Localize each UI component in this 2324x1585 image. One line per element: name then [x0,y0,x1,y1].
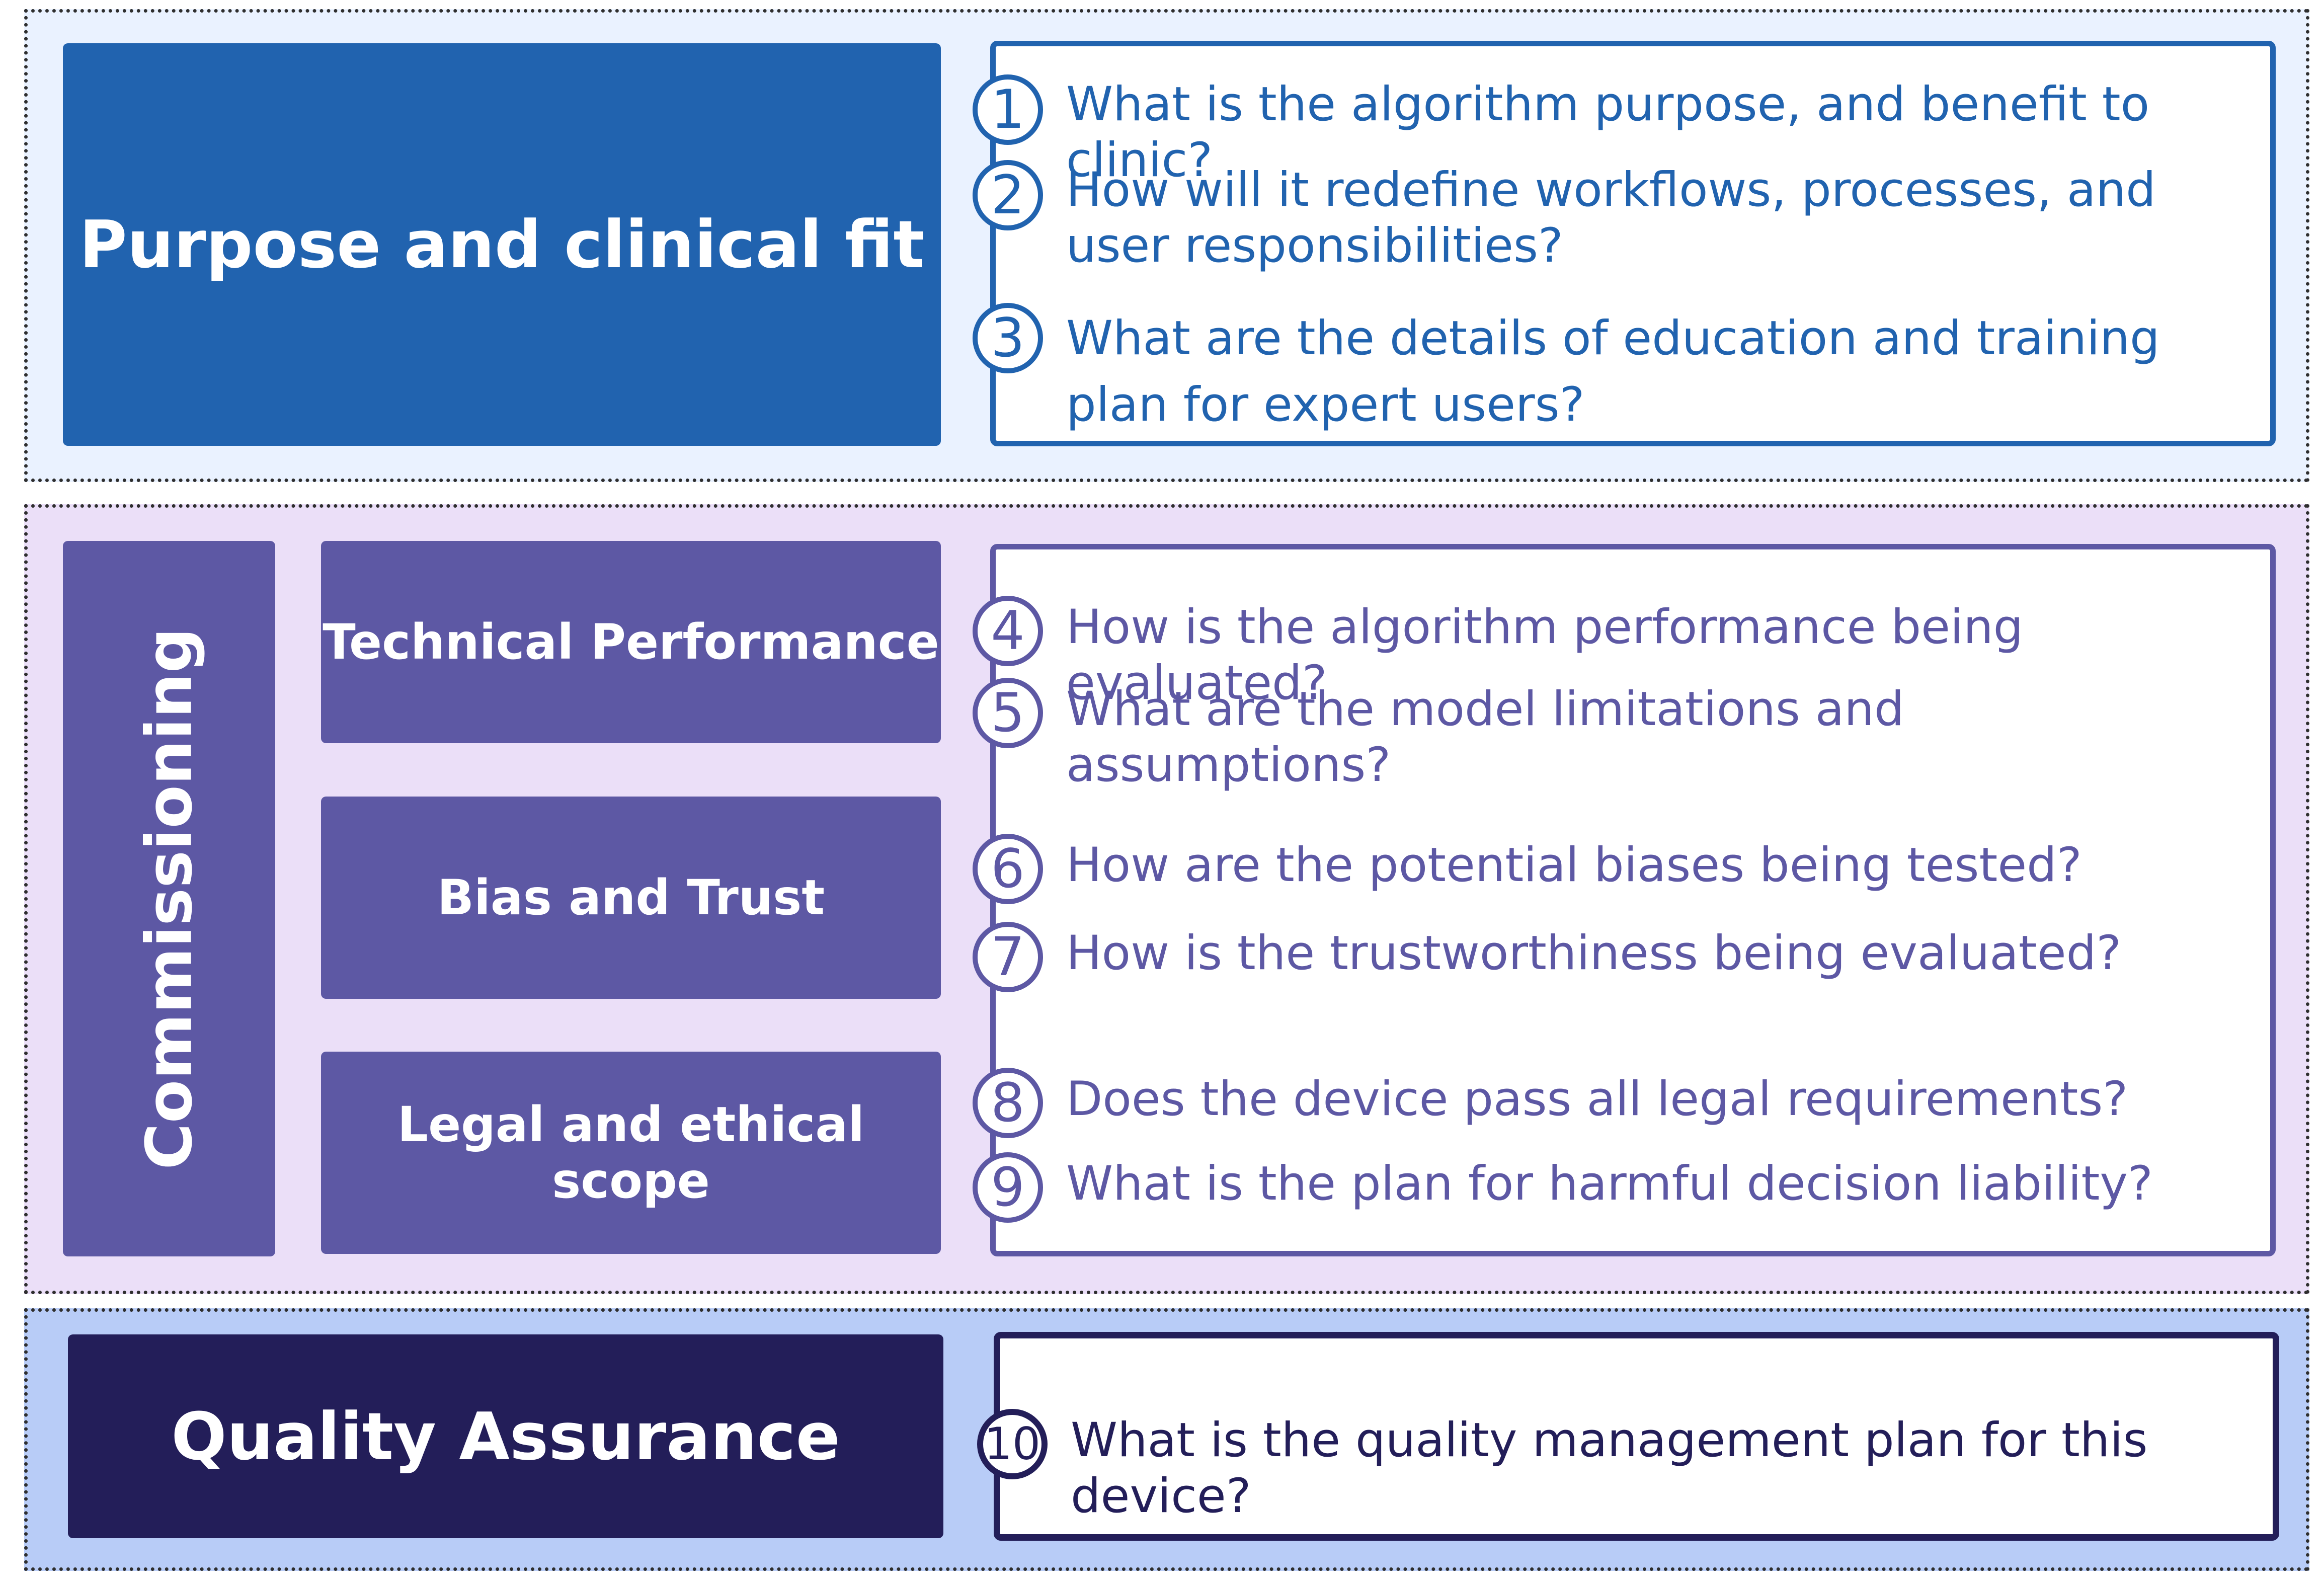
question-text-10: What is the quality management plan for … [1071,1413,2148,1524]
question-number-9: 9 [973,1152,1043,1223]
bias-and-trust-box: Bias and Trust [321,797,941,999]
question-number-7: 7 [973,922,1043,992]
qa-heading: Quality Assurance [171,1398,840,1475]
question-text-6: How are the potential biases being teste… [1066,838,2082,893]
purpose-heading-box: Purpose and clinical fit [63,43,941,446]
legal-ethical-scope-label: Legal and ethical scope [397,1096,865,1209]
question-text-5: What are the model limitations and assum… [1066,682,1904,792]
question-number-2: 2 [973,160,1043,230]
bias-and-trust-label: Bias and Trust [437,869,825,926]
question-number-4: 4 [973,596,1043,666]
commissioning-label-box: Commissioning [63,541,275,1256]
technical-performance-label: Technical Performance [323,614,939,670]
question-text-2: How will it redefine workflows, processe… [1066,163,2156,273]
question-number-3: 3 [973,303,1043,373]
question-text-8: Does the device pass all legal requireme… [1066,1072,2128,1127]
qa-questions-panel: 10 What is the quality management plan f… [977,1332,2279,1541]
question-text-9: What is the plan for harmful decision li… [1066,1156,2153,1211]
question-number-5: 5 [973,678,1043,748]
question-text-7: How is the trustworthiness being evaluat… [1066,926,2122,981]
question-number-6: 6 [973,834,1043,904]
commissioning-questions-panel: 4 How is the algorithm performance being… [973,544,2276,1256]
commissioning-label: Commissioning [132,627,206,1170]
purpose-questions-panel: 1 What is the algorithm purpose, and ben… [973,41,2276,446]
legal-ethical-scope-box: Legal and ethical scope [321,1052,941,1254]
question-text-1: What is the algorithm purpose, and benef… [1066,77,2150,188]
question-number-1: 1 [973,74,1043,145]
question-text-4: How is the algorithm performance being e… [1066,600,2024,710]
question-number-10: 10 [977,1409,1048,1479]
qa-heading-box: Quality Assurance [68,1334,943,1538]
question-text-3: What are the details of education and tr… [1066,311,2160,432]
purpose-heading: Purpose and clinical fit [79,206,925,283]
technical-performance-box: Technical Performance [321,541,941,743]
question-number-8: 8 [973,1068,1043,1138]
